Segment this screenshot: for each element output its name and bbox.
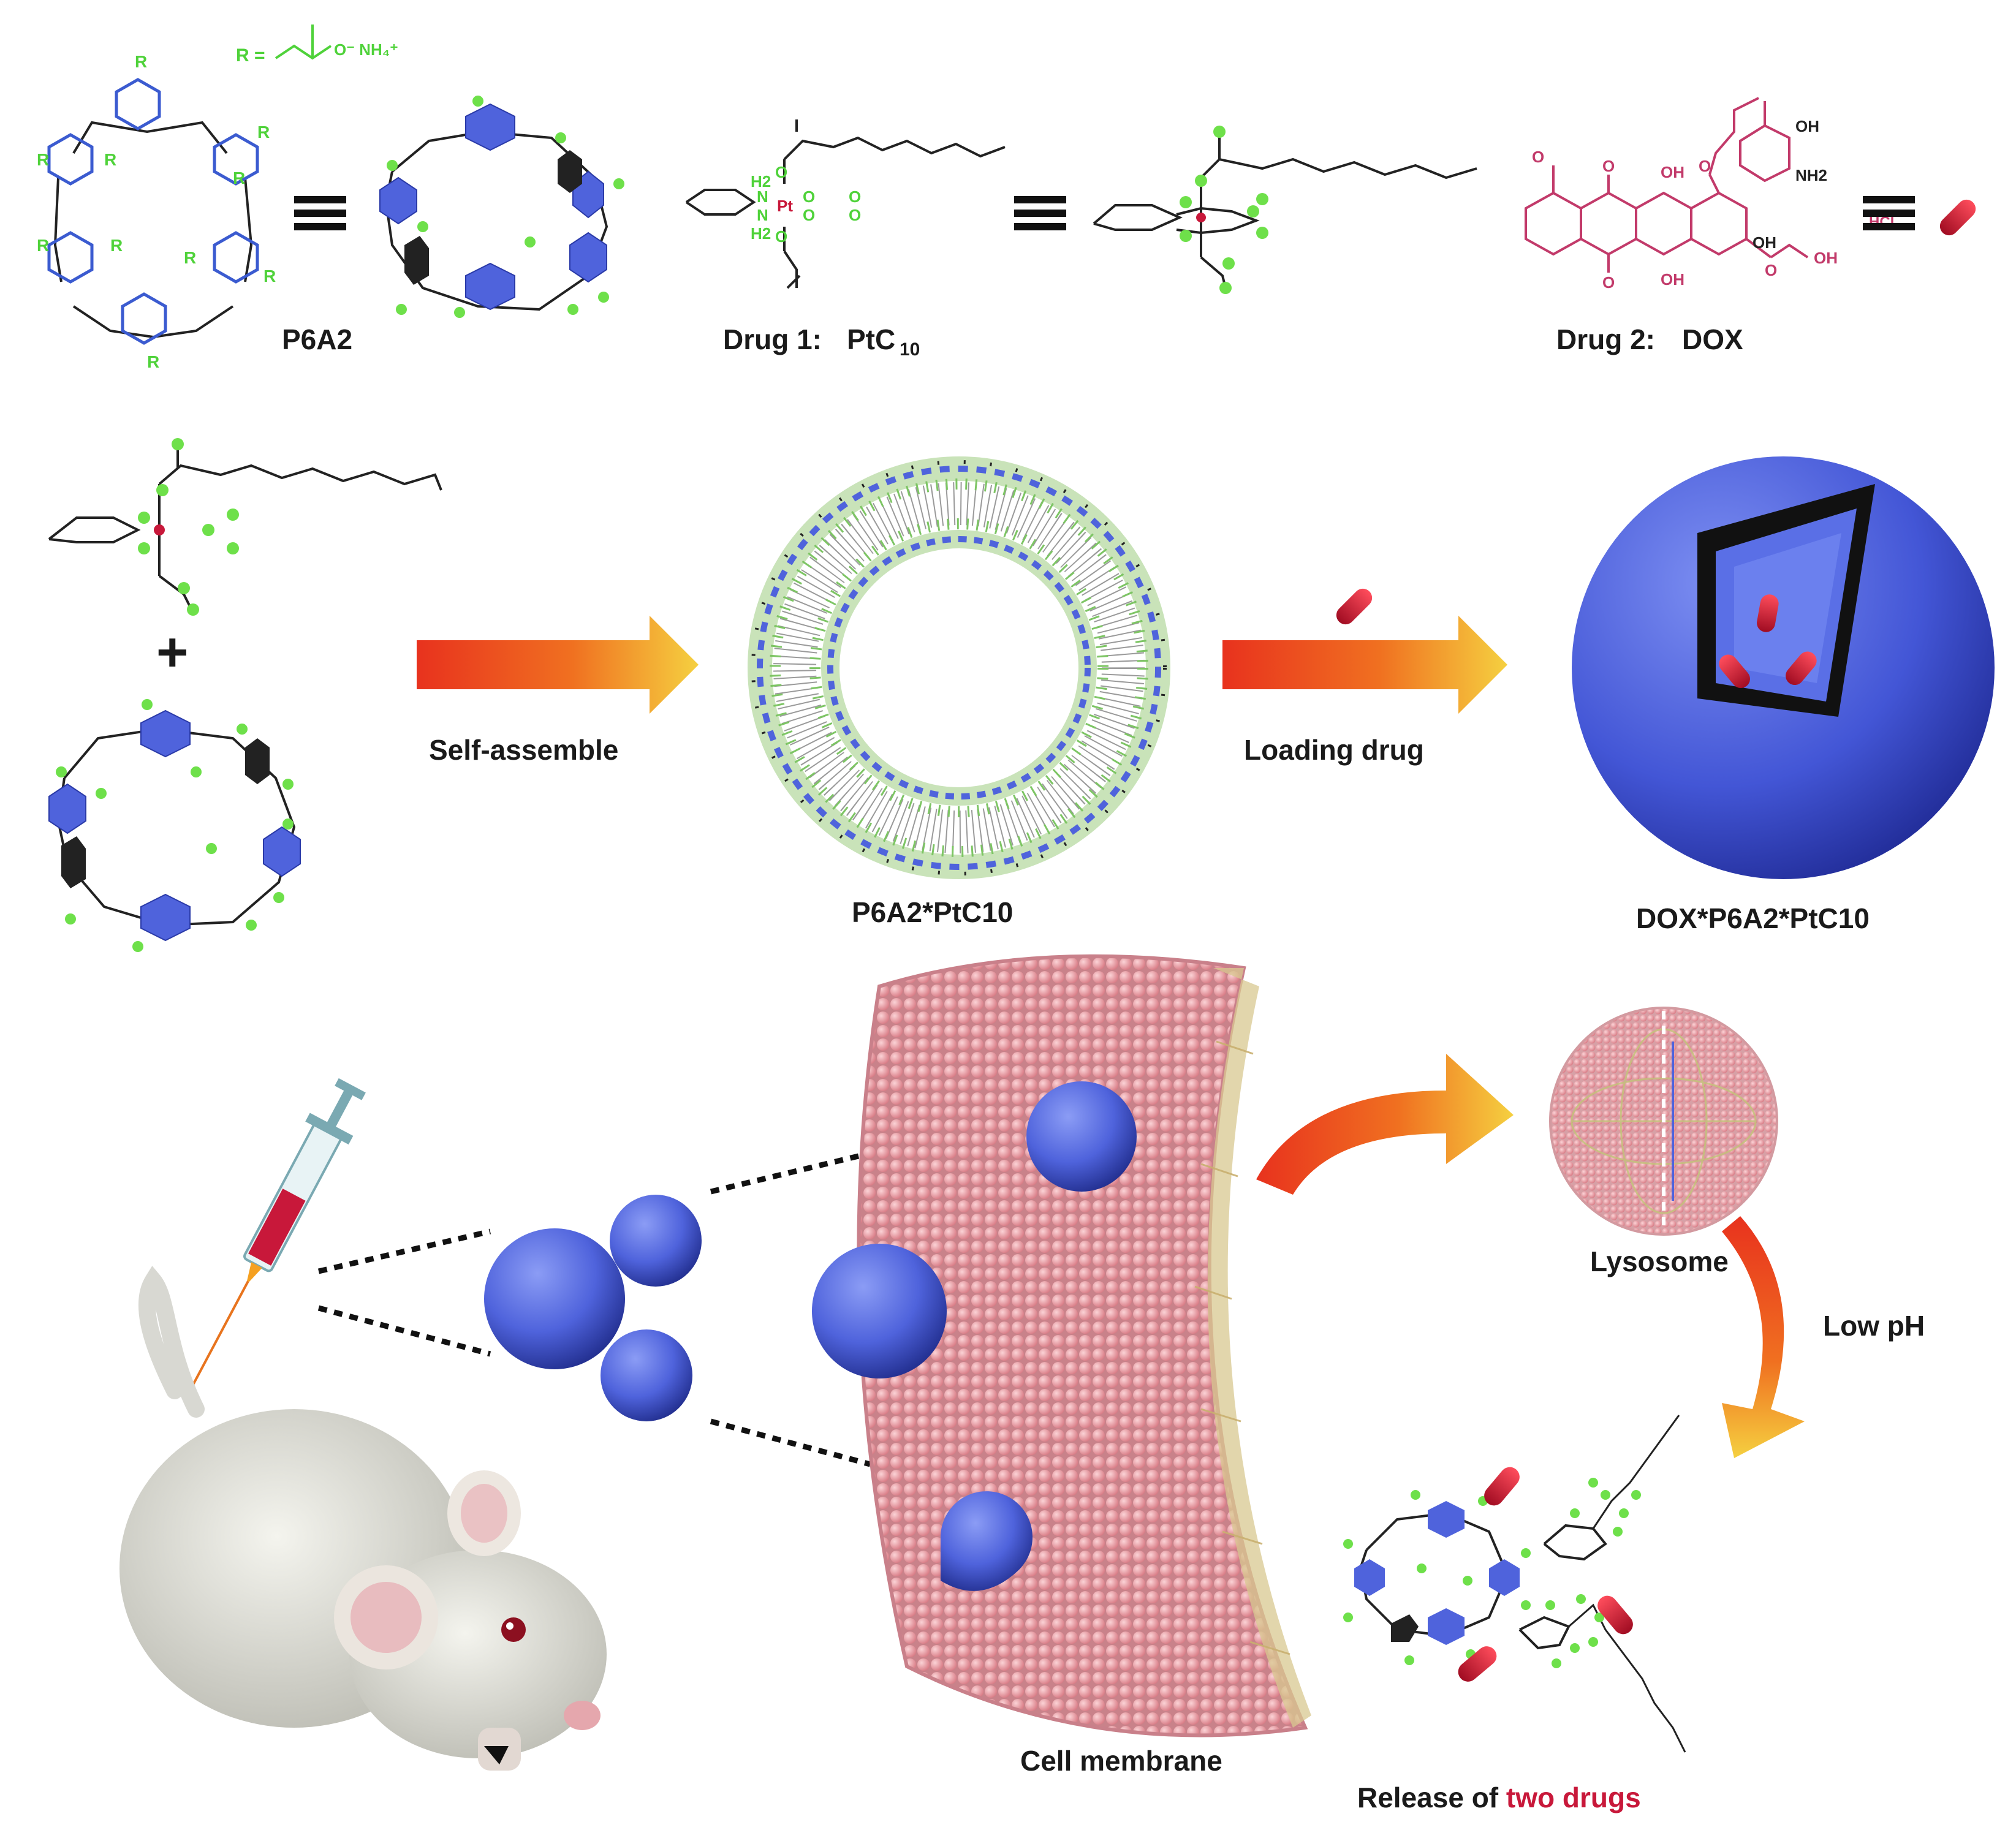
plus-sign: + (156, 622, 189, 683)
svg-text:R: R (233, 168, 245, 187)
svg-text:O: O (849, 187, 861, 206)
equivalence-sign-1 (294, 196, 346, 230)
svg-text:O: O (775, 163, 787, 181)
svg-text:Drug 2:: Drug 2: (1556, 323, 1655, 355)
equivalence-sign-2 (1014, 196, 1066, 230)
svg-text:OH: OH (1814, 249, 1838, 267)
p6a2-cartoon-middle (48, 699, 301, 952)
lysosome (1549, 1007, 1778, 1236)
loaded-nanoparticle-sphere (1572, 456, 1995, 879)
svg-text:R: R (184, 248, 196, 267)
vesicle-p6a2-ptc10 (748, 456, 1170, 879)
svg-text:Release of two drugs: Release of two drugs (1357, 1782, 1641, 1813)
svg-text:R: R (147, 352, 159, 371)
svg-text:O: O (849, 206, 861, 224)
drug1-label: Drug 1: PtC 10 (723, 323, 920, 360)
svg-text:OH: OH (1753, 233, 1776, 252)
svg-text:OH: OH (1661, 163, 1684, 181)
equivalence-sign-3 (1863, 196, 1915, 230)
svg-text:10: 10 (900, 339, 920, 360)
svg-text:O: O (1699, 157, 1711, 175)
p6a2-cartoon (379, 96, 624, 318)
dox-pill-icon (1939, 199, 1976, 236)
loading-pill-icon (1336, 588, 1373, 625)
release-label: Release of two drugs (1357, 1782, 1641, 1813)
dox-atoms: O O O OH OH O O OH (1532, 148, 1838, 292)
svg-text:NH2: NH2 (1795, 166, 1827, 184)
syringe-icon (192, 1078, 366, 1385)
p6a2-skeletal-structure (47, 78, 259, 345)
endocytosis-arrow (1256, 1054, 1514, 1195)
released-components (1343, 1415, 1686, 1753)
svg-text:R: R (37, 236, 49, 255)
svg-text:O: O (1765, 261, 1777, 279)
p6a2-label: P6A2 (282, 323, 352, 355)
svg-text:O: O (1532, 148, 1544, 166)
svg-text:N: N (757, 206, 768, 224)
drug1-cartoon-atoms (1180, 126, 1268, 294)
svg-text:O: O (1602, 273, 1615, 292)
svg-text:O: O (1602, 157, 1615, 175)
loading-drug-label: Loading drug (1244, 734, 1424, 766)
self-assemble-label: Self-assemble (429, 734, 618, 766)
cell-membrane (812, 954, 1311, 1737)
svg-text:Drug 1:: Drug 1: (723, 323, 822, 355)
svg-text:O⁻ NH₄⁺: O⁻ NH₄⁺ (334, 40, 398, 59)
drug2-label: Drug 2: DOX (1556, 323, 1743, 355)
dox-sugar-atoms: OH NH2 OH (1753, 117, 1827, 252)
svg-text:R =: R = (236, 45, 265, 66)
nanoparticles-to-membrane-lines (710, 1149, 877, 1467)
svg-text:O: O (803, 187, 815, 206)
low-ph-label: Low pH (1823, 1310, 1925, 1342)
svg-text:PtC: PtC (847, 323, 895, 355)
svg-text:H2: H2 (751, 172, 771, 191)
ptc10-cartoon-middle (48, 447, 442, 607)
svg-text:R: R (135, 52, 147, 71)
vesicle-label: P6A2*PtC10 (852, 896, 1013, 928)
drug1-skeletal-structure (685, 119, 1006, 289)
mouse-image (119, 1266, 607, 1771)
syringe-to-nanoparticles-lines (317, 1228, 491, 1357)
svg-text:OH: OH (1795, 117, 1819, 135)
loaded-label: DOX*P6A2*PtC10 (1636, 902, 1870, 934)
svg-text:R: R (110, 236, 123, 255)
r-group-definition: R = O⁻ NH₄⁺ (236, 25, 398, 66)
svg-text:H2: H2 (751, 224, 771, 243)
drug1-cartoon (1093, 135, 1477, 289)
lysosome-label: Lysosome (1590, 1246, 1729, 1277)
nanoparticle-cluster (484, 1195, 702, 1421)
p6a2-r-labels: R R R R R R R R R R (37, 52, 276, 371)
drug1-atoms: H2 N N H2 Pt O O O O O O (751, 163, 861, 246)
svg-text:R: R (257, 123, 270, 142)
svg-text:Pt: Pt (777, 197, 793, 215)
svg-text:OH: OH (1661, 270, 1684, 289)
svg-text:R: R (37, 150, 49, 169)
svg-text:R: R (263, 267, 276, 285)
loading-drug-arrow (1222, 616, 1507, 714)
svg-text:O: O (775, 227, 787, 246)
svg-text:N: N (757, 187, 768, 206)
svg-text:R: R (104, 150, 116, 169)
svg-text:O: O (803, 206, 815, 224)
cell-membrane-label: Cell membrane (1020, 1745, 1222, 1777)
svg-text:DOX: DOX (1682, 323, 1743, 355)
dox-skeletal-structure (1525, 97, 1809, 273)
low-ph-arrow (1722, 1216, 1805, 1458)
self-assemble-arrow (417, 616, 699, 714)
